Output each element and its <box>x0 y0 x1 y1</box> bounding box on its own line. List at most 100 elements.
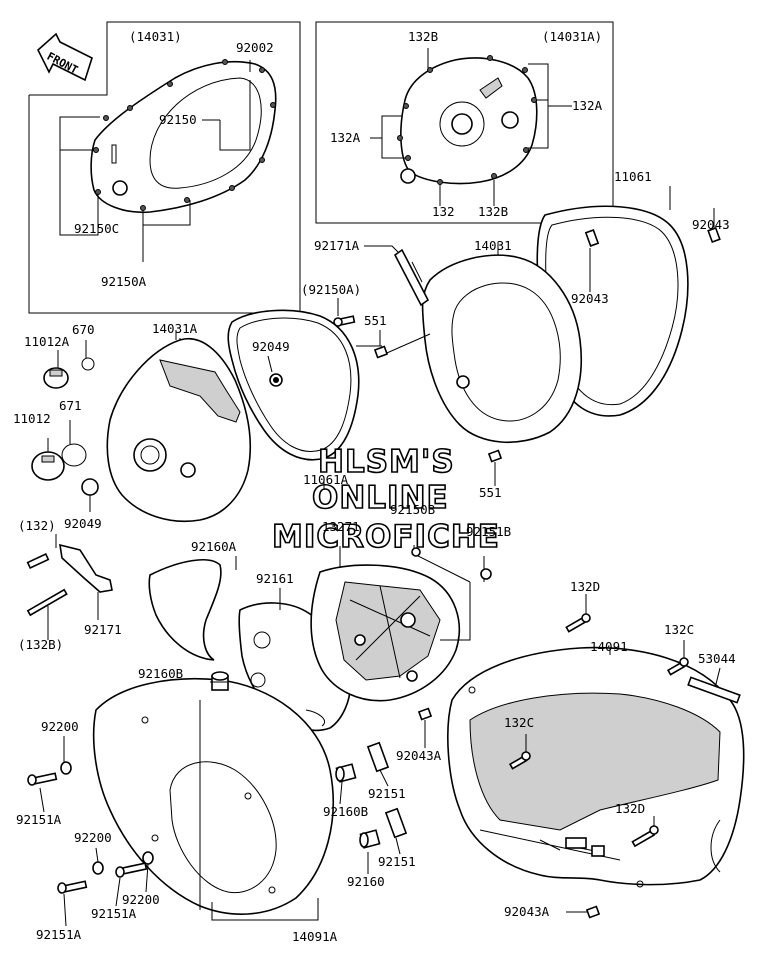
label-551-mid: 551 <box>479 485 502 500</box>
watermark-line-3: MICROFICHE <box>272 519 500 555</box>
label-92150A-inset: 92150A <box>101 274 147 289</box>
label-132D-bottom: 132D <box>615 801 645 816</box>
cover-14091 <box>447 646 745 888</box>
label-92160B-top: 92160B <box>138 666 183 681</box>
label-671: 671 <box>59 398 82 413</box>
label-92150B: 92150B <box>390 502 435 517</box>
plate-92160A <box>148 559 222 661</box>
label-92171: 92171 <box>84 622 122 637</box>
plug-11012A <box>43 350 69 389</box>
bolt-132D-bottom <box>631 816 659 848</box>
washer-92200-a <box>60 761 72 775</box>
inset-right-title: (14031A) <box>542 29 602 44</box>
inset-frames <box>28 21 614 314</box>
label-551-top: 551 <box>364 313 387 328</box>
label-92151-upper: 92151 <box>368 786 406 801</box>
label-92200-mid: 92200 <box>74 830 112 845</box>
leader-lines <box>39 186 721 927</box>
label-13271: 13271 <box>322 519 360 534</box>
label-132B-paren: (132B) <box>18 637 63 652</box>
washer-92200-b <box>92 861 104 875</box>
bolt-92151A-c <box>57 880 88 894</box>
label-132A-right: 132A <box>572 98 603 113</box>
stud-92151-bottom <box>384 807 408 839</box>
bolt-92151A-a <box>27 772 58 786</box>
cover-14031 <box>379 242 583 444</box>
plug-11012 <box>31 438 65 481</box>
label-132D-top: 132D <box>570 579 600 594</box>
label-11012: 11012 <box>13 411 51 426</box>
gasket-11061A <box>227 309 382 461</box>
watermark: HLSM'S ONLINE MICROFICHE <box>271 443 500 556</box>
bracket-92171 <box>26 543 113 620</box>
part-labels: 92171A (92150A) 551 14031 11061 92043 92… <box>13 169 736 944</box>
label-92049-upper: 92049 <box>252 339 290 354</box>
label-92043A-bottom: 92043A <box>504 904 550 919</box>
watermark-line-1: HLSM'S <box>318 444 455 480</box>
inset-left-title: (14031) <box>129 29 182 44</box>
label-11012A: 11012A <box>24 334 70 349</box>
label-92043A-mid: 92043A <box>396 748 442 763</box>
label-92151A-left: 92151A <box>16 812 62 827</box>
bolt-132D-top <box>565 594 591 633</box>
label-132C-mid: 132C <box>504 715 534 730</box>
bolt-92150A <box>333 315 356 327</box>
spacer-92160B-top <box>211 671 229 691</box>
label-92150: 92150 <box>159 112 197 127</box>
label-92151B: 92151B <box>466 524 511 539</box>
label-132C-top: 132C <box>664 622 694 637</box>
label-14031: 14031 <box>474 238 512 253</box>
label-92049-lower: 92049 <box>64 516 102 531</box>
label-132-paren: (132) <box>18 518 56 533</box>
label-53044: 53044 <box>698 651 736 666</box>
label-92200-left: 92200 <box>41 719 79 734</box>
dowel-551-mid <box>487 449 503 486</box>
outer-cover-14091A <box>92 677 334 921</box>
label-92150A-paren: (92150A) <box>301 282 361 297</box>
oring-670 <box>81 340 95 371</box>
label-92171A: 92171A <box>314 238 360 253</box>
bolt-132C-top <box>666 640 689 676</box>
pin-53044 <box>687 676 741 704</box>
label-132B-top: 132B <box>408 29 438 44</box>
label-92043-mid: 92043 <box>571 291 609 306</box>
inset-right-cover: (14031A) 132B 132A 132A 132 132B <box>330 29 603 219</box>
label-14091: 14091 <box>590 639 628 654</box>
spacer-92160B-mid <box>335 763 357 783</box>
label-92151A-mid: 92151A <box>91 906 137 921</box>
label-92043-right: 92043 <box>692 217 730 232</box>
label-11061: 11061 <box>614 169 652 184</box>
stud-92151-top <box>366 741 390 773</box>
bolt-132C-mid <box>508 734 531 770</box>
bolt-92151A-b <box>115 862 148 878</box>
label-11061A: 11061A <box>303 472 349 487</box>
label-92160: 92160 <box>347 874 385 889</box>
label-132B-bottom: 132B <box>478 204 508 219</box>
label-14091A: 14091A <box>292 929 338 944</box>
label-92200-right: 92200 <box>122 892 160 907</box>
cap-92049 <box>81 478 99 512</box>
cover-13271 <box>310 545 492 702</box>
watermark-line-2: ONLINE <box>312 480 449 516</box>
washer-92200-c <box>142 851 154 865</box>
pin-92171A <box>393 248 430 307</box>
label-92151A-bottom: 92151A <box>36 927 82 942</box>
label-14031A: 14031A <box>152 321 198 336</box>
inset-left-cover: (14031) 92002 92150 92150C 92150A <box>59 29 277 289</box>
label-92160A: 92160A <box>191 539 237 554</box>
label-92002: 92002 <box>236 40 274 55</box>
label-92151-lower: 92151 <box>378 854 416 869</box>
front-arrow-icon: FRONT <box>37 32 93 82</box>
label-132A-left: 132A <box>330 130 361 145</box>
label-92160B-mid: 92160B <box>323 804 368 819</box>
dowel-551-top <box>373 345 389 359</box>
label-92161: 92161 <box>256 571 294 586</box>
oring-671 <box>61 420 87 467</box>
spacer-92160 <box>359 829 381 849</box>
dowel-92043A-bottom <box>585 905 601 919</box>
dowel-92043A-top <box>417 707 433 748</box>
label-132: 132 <box>432 204 455 219</box>
label-92150C: 92150C <box>74 221 119 236</box>
cover-14031A <box>106 330 252 523</box>
